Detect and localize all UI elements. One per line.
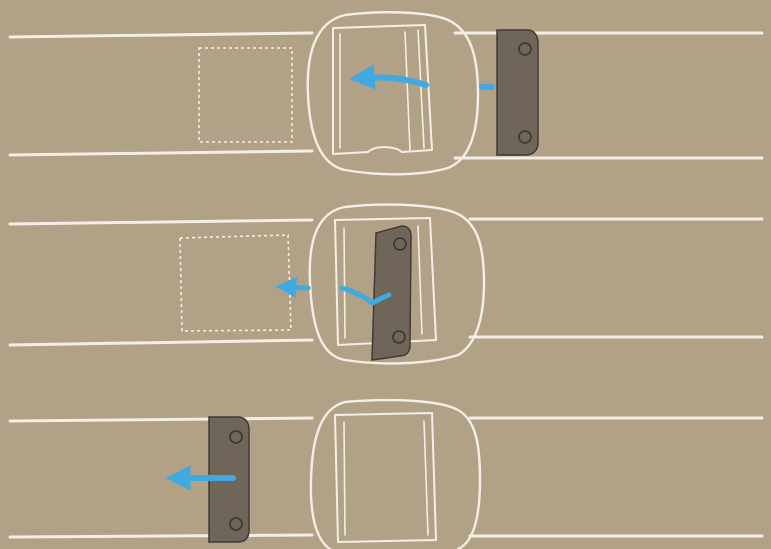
arrow-left-icon (349, 64, 495, 90)
strap-right (468, 416, 764, 538)
tongue-plate-icon (496, 29, 539, 156)
buckle-icon (309, 398, 482, 549)
buckle-icon (308, 203, 486, 365)
strap-left (8, 218, 314, 347)
step-3 (8, 398, 764, 549)
strap-right (468, 217, 764, 339)
step-1 (8, 11, 764, 176)
dashed-position-outline (179, 234, 292, 332)
step-2 (8, 203, 764, 365)
tongue-plate-icon (371, 225, 412, 361)
curved-arrow-icon (275, 276, 392, 306)
strap-left (8, 416, 314, 539)
strap-left (8, 31, 314, 157)
dashed-position-outline (198, 47, 293, 143)
buckle-icon (306, 11, 480, 176)
